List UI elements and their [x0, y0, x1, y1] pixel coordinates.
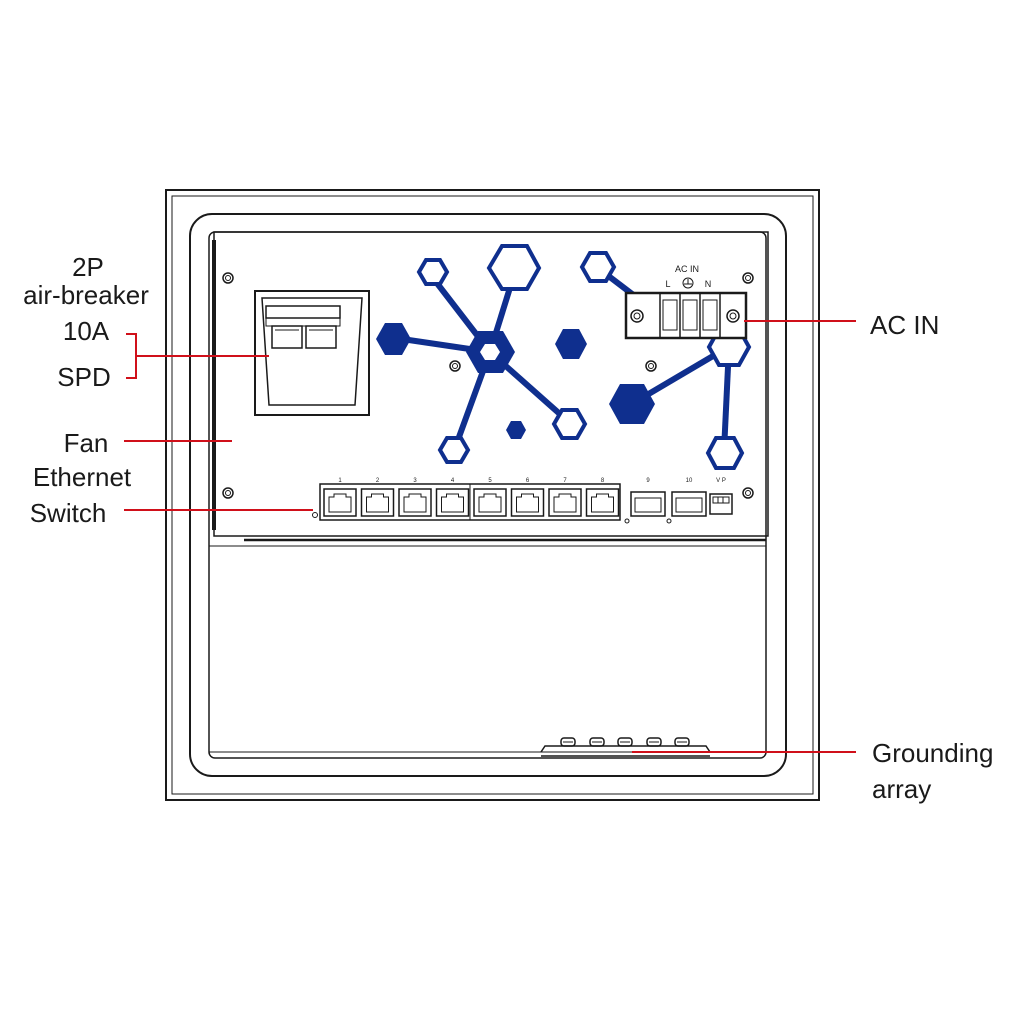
power-connector-label: V P — [716, 478, 726, 484]
callout-lines — [124, 320, 856, 753]
callout-bracket — [126, 333, 137, 379]
filled-hexagon — [506, 421, 526, 439]
label-ethernet: Ethernet — [32, 462, 132, 492]
enclosure-rounded-opening — [189, 213, 787, 777]
hexagon-node — [416, 244, 752, 470]
label-air-breaker: air-breaker — [23, 280, 149, 310]
enclosure-outer-frame — [165, 189, 820, 801]
sfp-port-number: 10 — [686, 478, 693, 484]
rj45-port — [585, 488, 620, 517]
rj45-port — [398, 488, 432, 517]
label-spd: SPD — [57, 362, 111, 392]
rj45-port — [548, 488, 582, 517]
ground-symbol-icon — [682, 277, 694, 289]
terminal-title: AC IN — [675, 264, 699, 274]
label-switch: Switch — [29, 498, 107, 528]
rj45-port — [435, 488, 470, 517]
ground-stud — [589, 737, 605, 747]
ethernet-switch: 1 2 3 4 5 6 7 8 9 10 V P — [312, 478, 733, 524]
sfp-port-number: 9 — [646, 478, 650, 484]
rj45-port-number: 3 — [413, 478, 417, 484]
filled-hexagon — [555, 329, 587, 359]
sfp-port — [624, 491, 672, 524]
ground-stud — [646, 737, 662, 747]
rj45-port — [473, 488, 507, 517]
terminal-label-n: N — [705, 279, 712, 289]
air-breaker-module — [254, 290, 370, 416]
rj45-port — [323, 488, 357, 517]
mounting-screw — [742, 272, 754, 284]
mounting-screw — [222, 272, 234, 284]
label-grounding: Grounding — [872, 738, 994, 768]
mounting-screw — [222, 487, 234, 499]
filled-hexagon — [609, 384, 655, 424]
ground-stud — [560, 737, 576, 747]
filled-hexagon — [376, 323, 411, 355]
mounting-screw — [449, 360, 461, 372]
mounting-screw — [742, 487, 754, 499]
enclosure-inner-frame — [171, 195, 814, 795]
mounting-plate — [213, 231, 769, 537]
label-array: array — [872, 774, 932, 804]
rj45-port — [360, 488, 395, 517]
central-hexagon-inner — [480, 344, 500, 360]
sfp-port — [671, 491, 707, 517]
label-10a: 10A — [62, 316, 110, 346]
rj45-port-number: 4 — [451, 478, 455, 484]
ground-stud — [674, 737, 690, 747]
rj45-port-number: 2 — [376, 478, 380, 484]
rj45-port-number: 8 — [601, 478, 605, 484]
rj45-port-number: 5 — [488, 478, 492, 484]
label-fan: Fan — [63, 428, 109, 458]
mounting-screw — [645, 360, 657, 372]
power-connector — [709, 493, 733, 515]
ground-stud — [617, 737, 633, 747]
grounding-array — [540, 737, 711, 757]
rj45-port — [510, 488, 545, 517]
label-ac-in: AC IN — [870, 310, 940, 340]
ac-in-terminal-block: AC IN L N — [624, 264, 748, 340]
rj45-port-number: 7 — [563, 478, 567, 484]
label-2p: 2P — [72, 252, 104, 282]
terminal-label-l: L — [665, 279, 670, 289]
rj45-port-number: 1 — [338, 478, 342, 484]
rj45-port-number: 6 — [526, 478, 530, 484]
